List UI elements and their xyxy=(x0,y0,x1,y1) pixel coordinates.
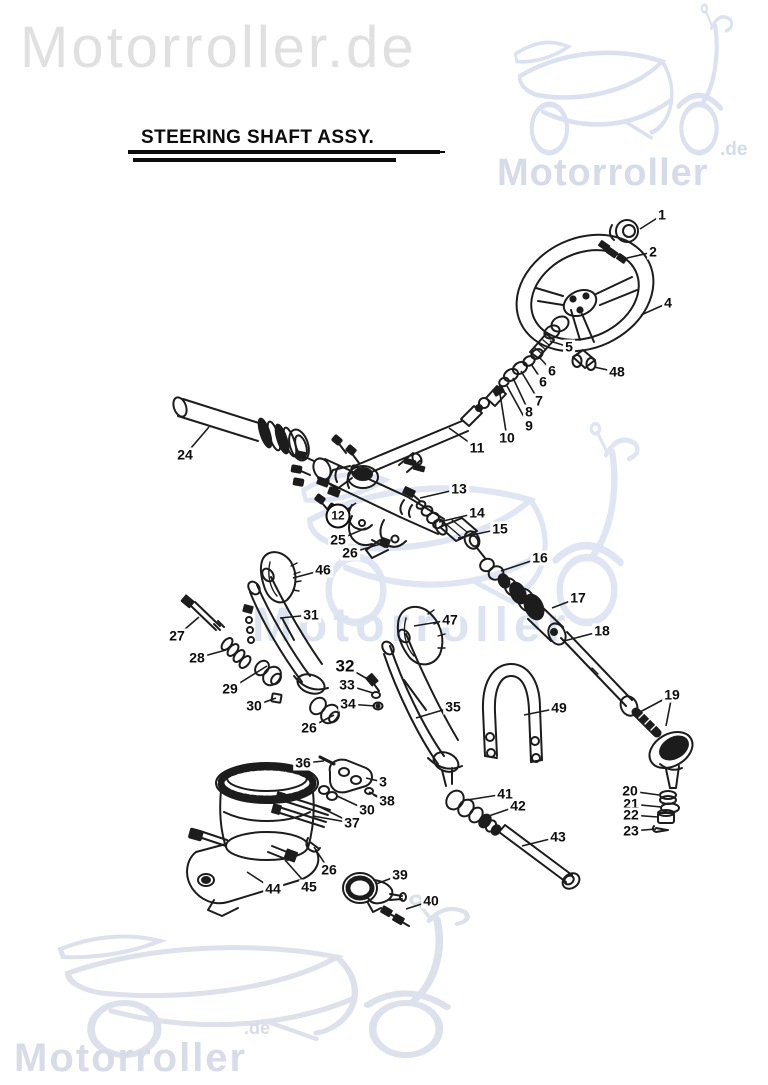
leader-line-26 xyxy=(313,846,330,871)
leader-line-47 xyxy=(413,619,451,627)
leader-line-41 xyxy=(466,793,506,801)
leader-line-3 xyxy=(365,777,384,783)
left-control-arm xyxy=(180,551,340,725)
leader-line-44 xyxy=(246,871,274,890)
leader-line-13 xyxy=(419,488,460,499)
leader-line-6 xyxy=(538,356,553,372)
leader-line-22 xyxy=(630,814,659,818)
diagram-title: STEERING SHAFT ASSY. xyxy=(141,127,375,148)
leader-line-1 xyxy=(639,214,663,230)
leader-line-6 xyxy=(530,363,544,383)
u-bracket xyxy=(481,663,543,763)
shaft-coupler-48 xyxy=(571,349,597,371)
leader-line-19 xyxy=(639,694,673,713)
leader-line-25 xyxy=(337,527,367,541)
leader-line-39 xyxy=(375,874,401,885)
wheel-bolts xyxy=(598,240,628,264)
leader-line-42 xyxy=(482,805,519,819)
title-underline-thin xyxy=(388,151,445,153)
leader-line-17 xyxy=(551,597,579,609)
master-cylinder xyxy=(186,755,381,917)
steering-wheel xyxy=(515,233,655,353)
tie-rod-end xyxy=(619,695,694,833)
leader-line-18 xyxy=(563,630,603,642)
leader-line-4 xyxy=(640,302,669,316)
link-rod xyxy=(445,789,581,890)
leader-line-8 xyxy=(512,377,530,413)
leader-line-10 xyxy=(499,393,508,439)
column-shaft-top xyxy=(529,315,570,359)
leader-line-26 xyxy=(308,714,335,729)
right-control-arm xyxy=(365,605,463,787)
leader-line-7 xyxy=(520,370,540,402)
rack-and-boot xyxy=(402,486,633,707)
leader-line-5 xyxy=(549,340,570,348)
leader-line-33 xyxy=(346,684,374,694)
leader-line-45 xyxy=(284,859,310,888)
leader-line-11 xyxy=(448,427,478,449)
leader-line-16 xyxy=(500,557,541,572)
leader-line-29 xyxy=(229,665,268,690)
leader-line-30 xyxy=(253,697,277,707)
column-tube xyxy=(172,396,310,462)
leader-line-28 xyxy=(196,649,227,659)
leader-line-14 xyxy=(438,512,478,523)
leader-line-2 xyxy=(626,251,654,259)
leader-line-43 xyxy=(521,836,559,847)
leader-line-20 xyxy=(629,790,660,796)
leader-line-30 xyxy=(336,795,368,811)
leader-line-38 xyxy=(368,791,388,802)
leader-line-46 xyxy=(292,569,324,579)
leader-line-48 xyxy=(593,366,618,373)
title-underline xyxy=(128,150,440,154)
leader-line-31 xyxy=(279,614,312,619)
leader-line-19 xyxy=(665,694,673,727)
leader-line-24 xyxy=(184,426,210,456)
leader-line-32 xyxy=(344,665,372,682)
leader-line-27 xyxy=(176,616,200,637)
leader-line-36 xyxy=(302,760,325,764)
leader-line-23 xyxy=(630,828,657,832)
horn-cap xyxy=(608,219,639,243)
leader-line-15 xyxy=(457,528,501,539)
pump-assembly xyxy=(342,872,410,927)
leader-line-34 xyxy=(347,703,376,707)
title-underline-2 xyxy=(133,158,396,162)
leader-line-26 xyxy=(349,542,385,554)
leader-line-35 xyxy=(415,706,454,719)
leader-line-40 xyxy=(405,900,432,910)
leader-line-12 xyxy=(337,502,357,517)
leader-line-21 xyxy=(630,803,662,808)
leader-line-49 xyxy=(523,707,560,716)
